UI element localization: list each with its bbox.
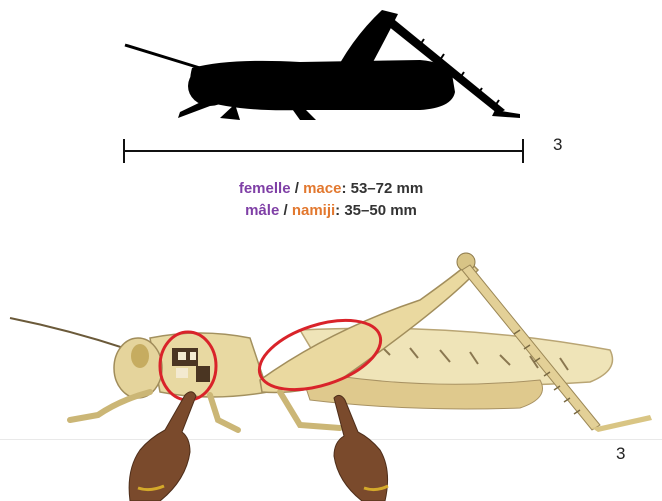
scale-number-bottom: 3 [616,444,625,464]
pointing-hand-left [129,392,196,501]
pointing-hand-right [334,395,388,501]
